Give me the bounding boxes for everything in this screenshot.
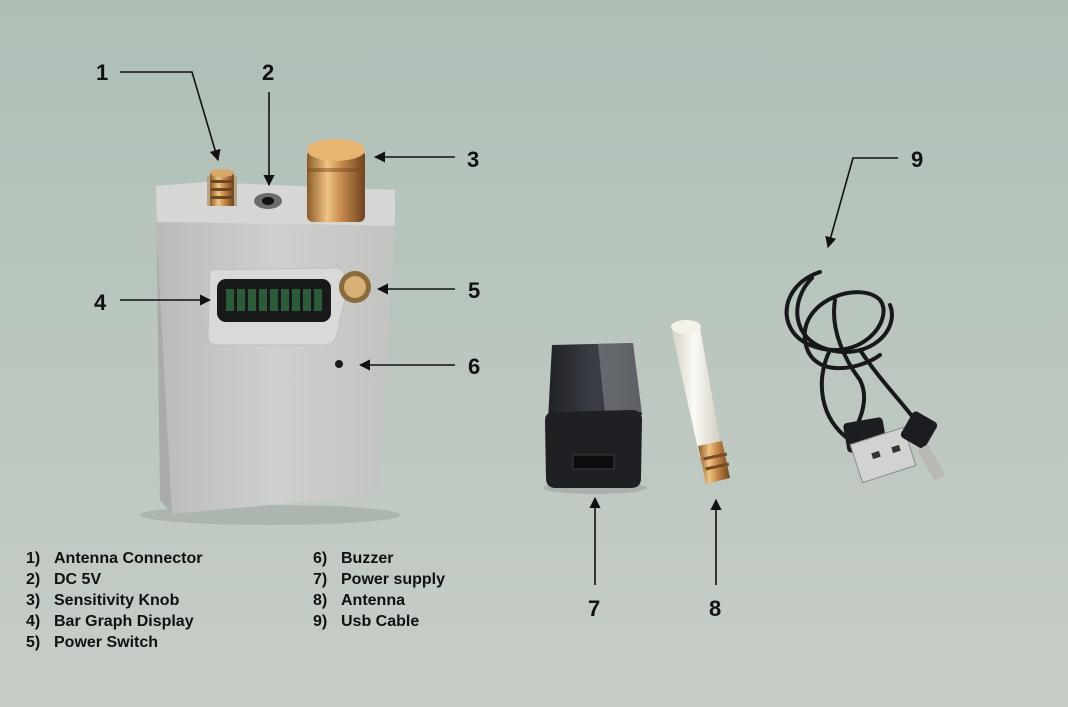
device-front-face <box>156 222 395 514</box>
legend-item: 5) Power Switch <box>26 632 202 653</box>
callout-line-9 <box>825 157 898 249</box>
legend-item: 6) Buzzer <box>313 548 445 569</box>
usb-plug <box>843 417 917 484</box>
callout-number-3: 3 <box>467 147 480 172</box>
legend-item: 9) Usb Cable <box>313 611 445 632</box>
legend-label: Sensitivity Knob <box>54 592 180 609</box>
device-side-face <box>156 186 172 514</box>
legend-label: Antenna Connector <box>54 550 203 567</box>
callout-number-5: 5 <box>468 278 481 303</box>
legend-right: 6) Buzzer 7) Power supply 8) Antenna 9) Usb … <box>313 548 445 632</box>
sensitivity-knob <box>307 139 365 222</box>
legend-index: 9) <box>313 613 328 630</box>
antenna-connector <box>207 169 237 206</box>
legend-item: 2) DC 5V <box>26 569 202 590</box>
legend-index: 3) <box>26 592 41 609</box>
legend-item: 7) Power supply <box>313 569 445 590</box>
legend-index: 8) <box>313 592 328 609</box>
legend-index: 4) <box>26 613 41 630</box>
detector-device <box>140 139 400 525</box>
legend-label: DC 5V <box>54 571 102 588</box>
legend-label: Bar Graph Display <box>54 613 194 630</box>
callout-number-4: 4 <box>94 290 107 315</box>
callout-number-8: 8 <box>709 596 722 621</box>
callout-line-1 <box>120 71 221 162</box>
legend-item: 1) Antenna Connector <box>26 548 202 569</box>
buzzer-hole <box>335 360 343 368</box>
callout-lines <box>120 71 898 585</box>
legend-label: Usb Cable <box>341 613 420 630</box>
adapter-usb-port <box>572 454 615 470</box>
legend-item: 4) Bar Graph Display <box>26 611 202 632</box>
bar-graph-segments <box>226 289 322 311</box>
legend-index: 6) <box>313 550 328 567</box>
legend-index: 1) <box>26 550 41 567</box>
legend-index: 5) <box>26 634 41 651</box>
callout-number-6: 6 <box>468 354 481 379</box>
legend-label: Buzzer <box>341 550 394 567</box>
callout-number-2: 2 <box>262 60 275 85</box>
legend-label: Power Switch <box>54 634 159 651</box>
callout-number-7: 7 <box>588 596 601 621</box>
antenna <box>671 320 730 484</box>
legend-item: 3) Sensitivity Knob <box>26 590 202 611</box>
callout-number-1: 1 <box>96 60 109 85</box>
legend-label: Antenna <box>341 592 405 609</box>
adapter-usb-face <box>545 410 642 488</box>
legend-label: Power supply <box>341 571 446 588</box>
power-adapter <box>543 343 647 494</box>
legend-index: 2) <box>26 571 41 588</box>
legend-left: 1) Antenna Connector 2) DC 5V 3) Sensitivit… <box>26 548 202 653</box>
legend-index: 7) <box>313 571 328 588</box>
legend-item: 8) Antenna <box>313 590 445 611</box>
dc-plug <box>900 411 946 481</box>
callout-number-9: 9 <box>911 147 924 172</box>
